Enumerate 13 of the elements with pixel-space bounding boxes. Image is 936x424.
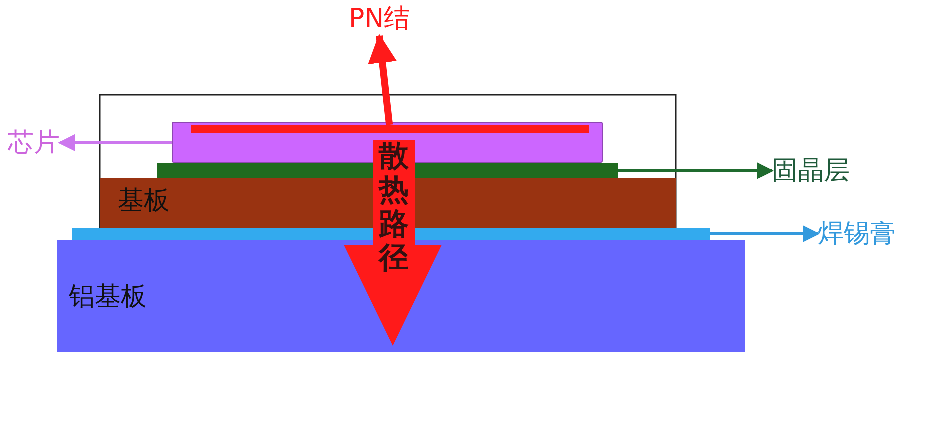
arrow xyxy=(368,34,397,126)
pn-junction-bar xyxy=(191,125,589,133)
arrow xyxy=(618,162,774,180)
die-attach-label: 固晶层 xyxy=(772,155,850,187)
chip-label: 芯片 xyxy=(8,127,60,159)
arrow xyxy=(710,226,820,242)
layer-label: 基板 xyxy=(118,186,170,216)
layer-label: 铝基板 xyxy=(69,282,147,312)
heat-path-arrow: 散热路径 xyxy=(344,140,442,346)
aluminium-board-layer xyxy=(57,240,745,352)
solder-paste-label: 焊锡膏 xyxy=(818,218,896,250)
arrow xyxy=(58,134,172,152)
junction-label: PN结 xyxy=(349,2,410,36)
